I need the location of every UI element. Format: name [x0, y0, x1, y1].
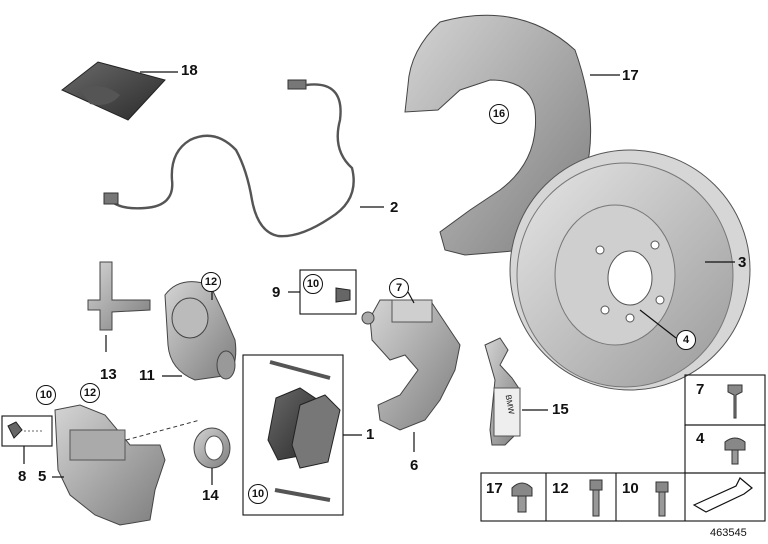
brake-pad-set-part-1 — [242, 354, 362, 516]
callout-10-bolt: 10 — [303, 274, 323, 294]
callout-10-caliper: 10 — [36, 385, 56, 405]
grid-label-12: 12 — [552, 480, 569, 497]
callout-14: 14 — [202, 487, 219, 504]
callout-15: 15 — [552, 401, 569, 418]
callout-11: 11 — [139, 367, 155, 384]
callout-17: 16 — [489, 104, 509, 124]
caliper-housing-part-5 — [52, 404, 201, 526]
wear-sensor-part-2 — [103, 79, 384, 238]
guide-bolt-group-9 — [288, 269, 357, 315]
callout-3: 3 — [738, 254, 747, 271]
callout-13: 13 — [100, 366, 117, 383]
callout-7: 7 — [389, 278, 409, 298]
grid-label-7: 7 — [696, 381, 705, 398]
bolt-illustrations — [511, 384, 753, 517]
callout-8: 8 — [18, 468, 27, 485]
grid-label-4: 4 — [696, 430, 705, 447]
callout-6: 6 — [410, 457, 419, 474]
callout-18: 18 — [181, 62, 198, 79]
grease-pack-part-18 — [61, 61, 178, 121]
document-number: 463545 — [710, 527, 747, 539]
actuator-motor-part-11 — [162, 281, 237, 381]
brake-disc-part-3 — [509, 149, 751, 391]
grid-label-17: 17 — [486, 480, 503, 497]
callout-2: 2 — [390, 199, 399, 216]
callout-12-lower: 12 — [80, 383, 100, 403]
parts-grid — [480, 374, 766, 522]
callout-12-upper: 12 — [201, 272, 221, 292]
callout-4: 4 — [676, 330, 696, 350]
callout-16: 17 — [622, 67, 639, 84]
small-parts-group-8 — [1, 415, 53, 464]
spring-clip-part-15 — [484, 337, 548, 446]
callout-9: 9 — [272, 284, 281, 301]
grid-label-10: 10 — [622, 480, 639, 497]
seal-ring-part-14 — [193, 427, 231, 485]
callout-10-pads: 10 — [248, 484, 268, 504]
callout-5: 5 — [38, 468, 47, 485]
callout-1: 1 — [366, 426, 375, 443]
caliper-carrier-part-6 — [361, 291, 461, 452]
bracket-part-13 — [87, 261, 151, 352]
